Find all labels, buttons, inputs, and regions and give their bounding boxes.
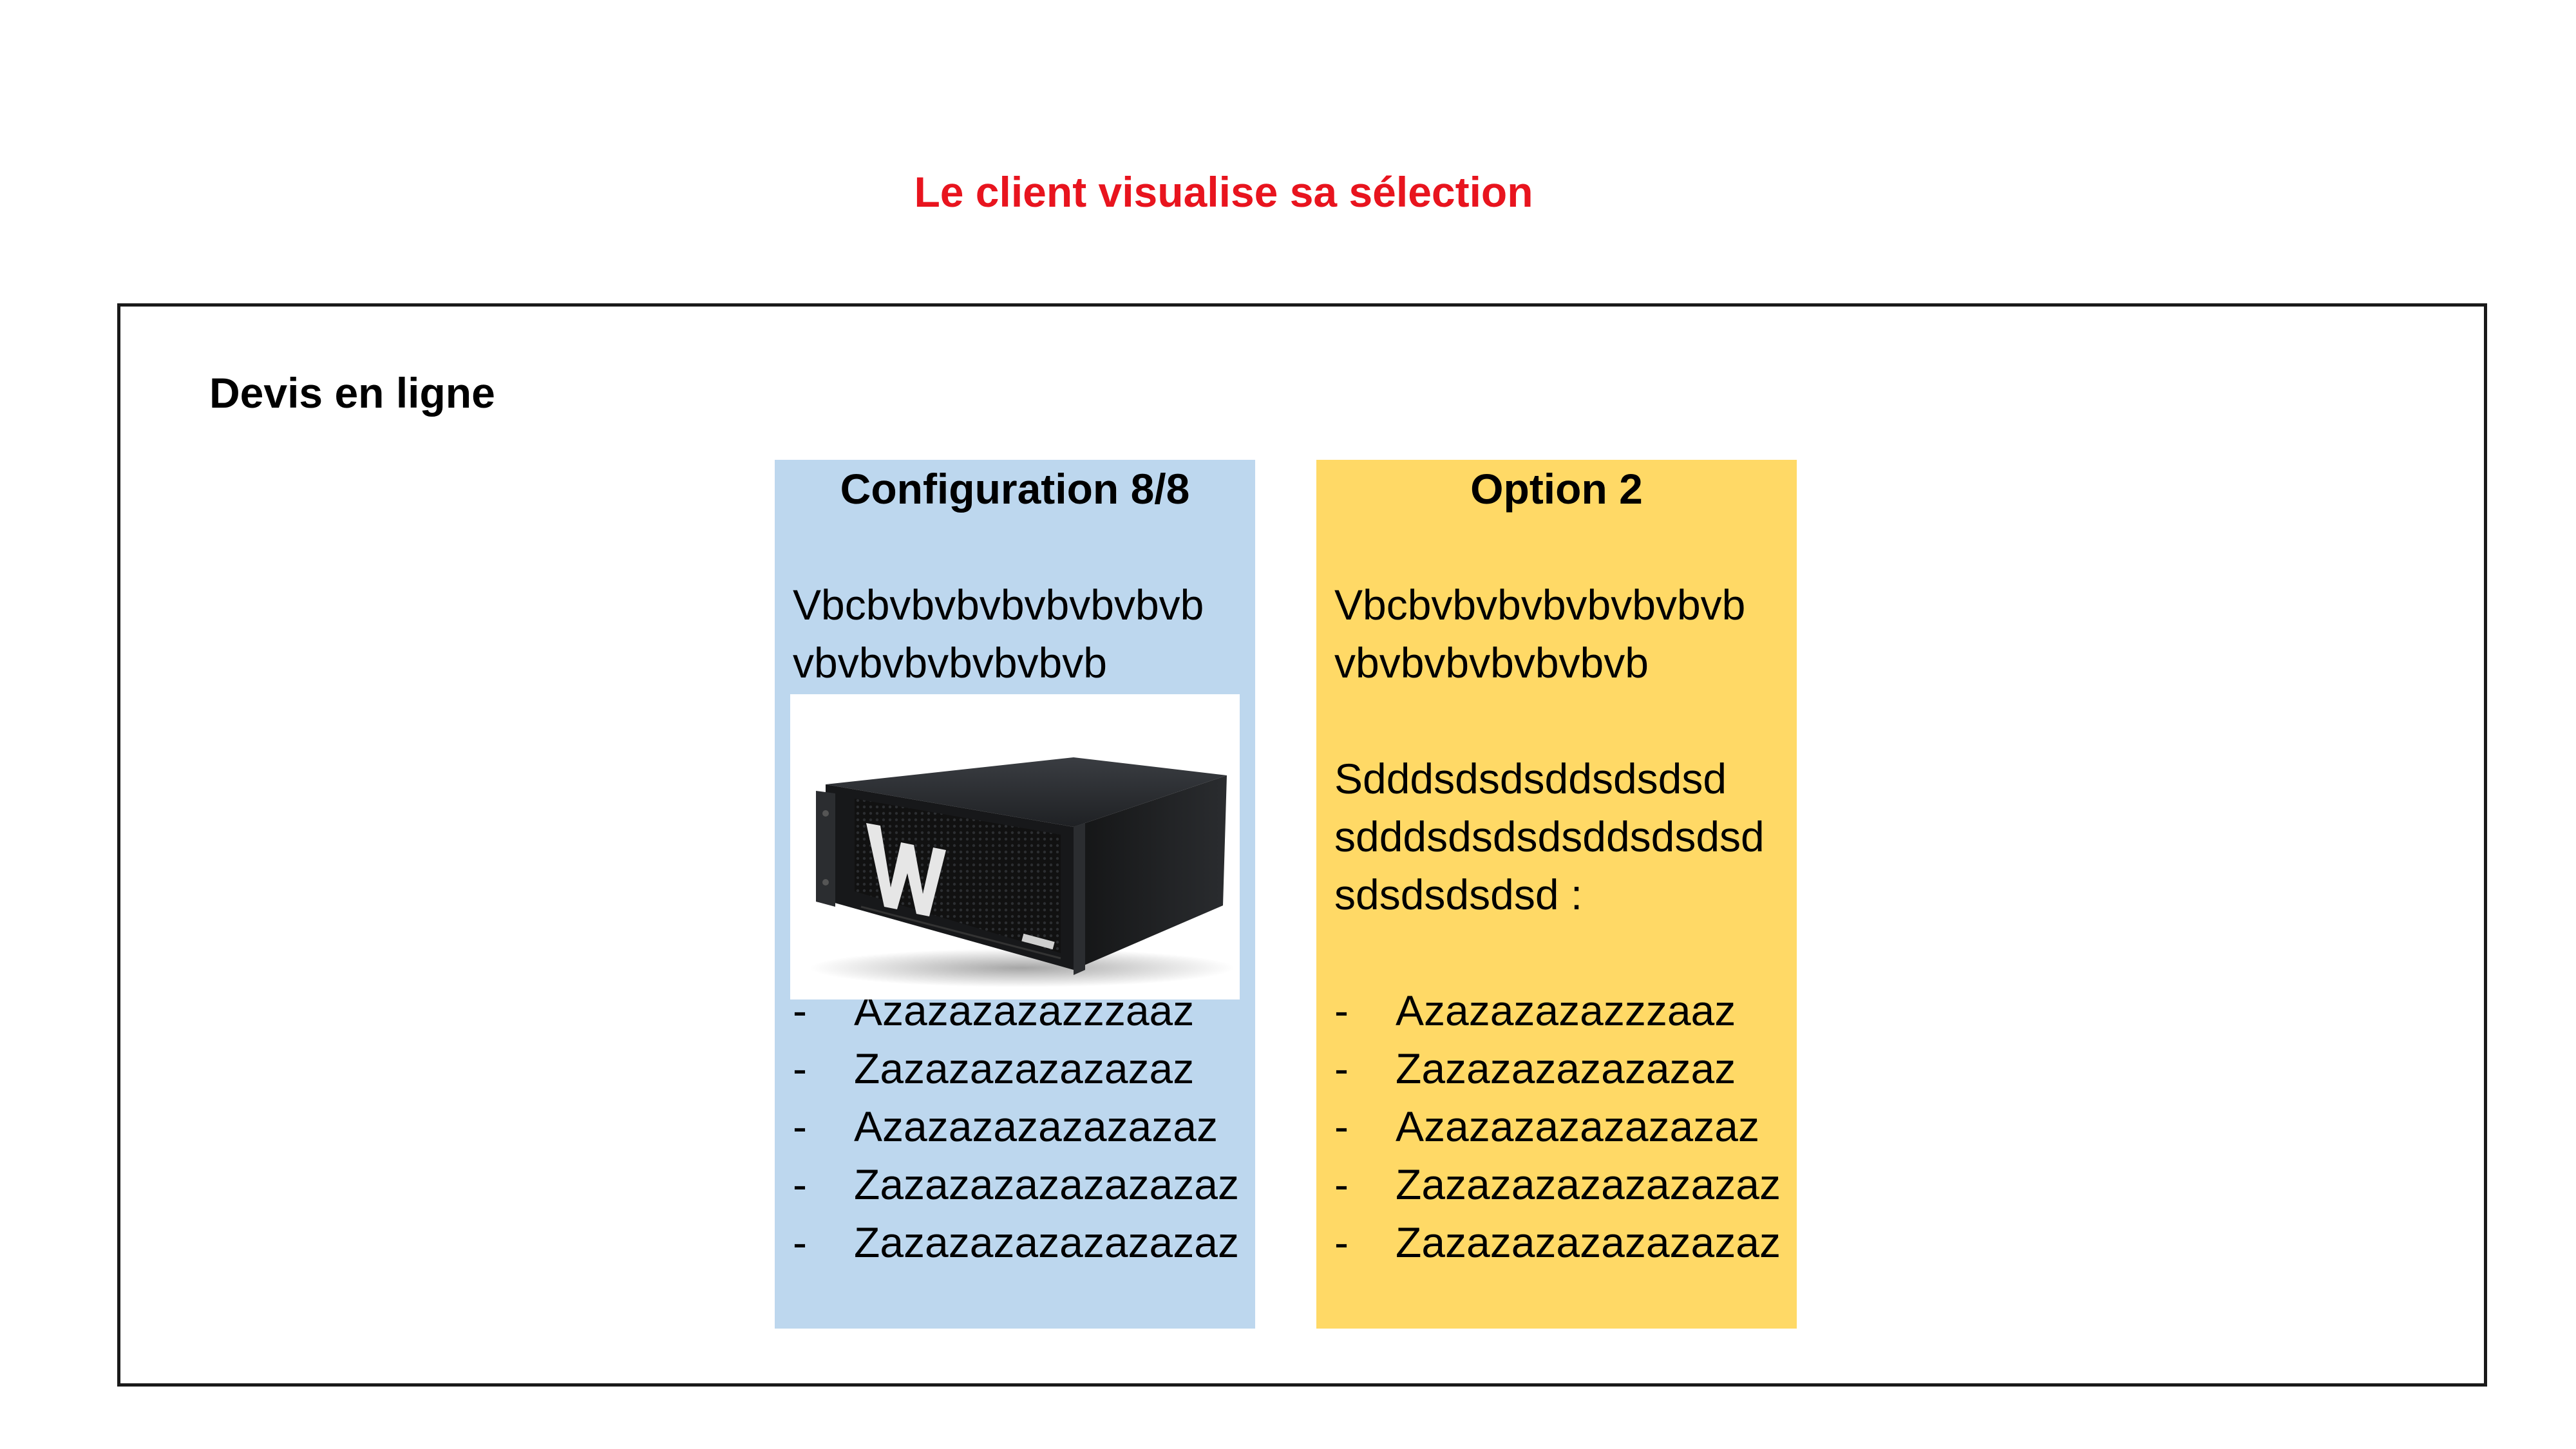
list-item: -Azazazazazzzaaz xyxy=(1334,981,1779,1039)
bullet-dash: - xyxy=(1334,987,1349,1034)
list-item: -Azazazazazazazaz xyxy=(1334,1097,1779,1155)
quote-heading: Devis en ligne xyxy=(209,369,495,417)
description-line: vbvbvbvbvbvbvb xyxy=(1334,639,1649,687)
bullet-dash: - xyxy=(1334,1160,1349,1208)
detail-line: sdsdsdsdsd : xyxy=(1334,871,1583,918)
slide-title: Le client visualise sa sélection xyxy=(914,168,1533,216)
bullet-dash: - xyxy=(1334,1103,1349,1150)
rack-server-image xyxy=(790,694,1240,999)
bullet-dash: - xyxy=(1334,1045,1349,1092)
description-line: vbvbvbvbvbvbvb xyxy=(793,639,1107,687)
bullet-dash: - xyxy=(793,1218,807,1266)
detail-line: sdddsdsdsdsddsdsdsd xyxy=(1334,813,1765,860)
quote-frame xyxy=(117,303,2487,1387)
list-item: -Azazazazazazazaz xyxy=(793,1097,1237,1155)
list-item: -Zazazazazazazazaz xyxy=(1334,1213,1781,1271)
feature-list: -Azazazazazzzaaz -Zazazazazazazaz -Azaza… xyxy=(793,981,1239,1271)
detail-line: Sdddsdsdsddsdsdsd xyxy=(1334,755,1727,802)
bullet-dash: - xyxy=(793,1103,807,1150)
list-item: -Zazazazazazazaz xyxy=(793,1039,1237,1097)
description-line: Vbcbvbvbvbvbvbvbvb xyxy=(793,581,1204,629)
feature-list: -Azazazazazzzaaz -Zazazazazazazaz -Azaza… xyxy=(1334,981,1781,1271)
panel-title: Option 2 xyxy=(1470,465,1643,513)
panel-title: Configuration 8/8 xyxy=(840,465,1190,513)
option-panel[interactable]: Option 2 Vbcbvbvbvbvbvbvbvb vbvbvbvbvbvb… xyxy=(1316,460,1797,1329)
list-item: -Zazazazazazazaz xyxy=(1334,1039,1779,1097)
list-item: -Zazazazazazazazaz xyxy=(1334,1155,1781,1213)
description-line: Vbcbvbvbvbvbvbvbvb xyxy=(1334,581,1746,629)
list-item: -Zazazazazazazazaz xyxy=(793,1155,1239,1213)
bullet-dash: - xyxy=(793,1045,807,1092)
bullet-dash: - xyxy=(1334,1218,1349,1266)
bullet-dash: - xyxy=(793,1160,807,1208)
list-item: -Zazazazazazazazaz xyxy=(793,1213,1239,1271)
